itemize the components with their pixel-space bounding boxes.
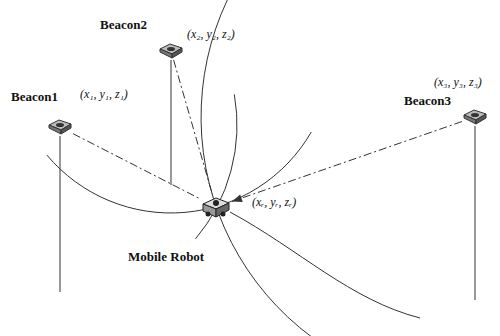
node-name: Beacon2 [100, 18, 147, 32]
beacon-icon [47, 118, 73, 136]
coordinate-label: (x₃, y₃, z₃) [434, 76, 482, 89]
node-name: Mobile Robot [128, 250, 204, 264]
coordinate-label: (x₁, y₁, z₁) [80, 88, 128, 101]
range-arc [230, 212, 420, 318]
robot-node: Mobile Robot(xᵣ, yᵣ, zᵣ) [200, 194, 232, 220]
beacon-pole [171, 60, 172, 185]
beacon-node: Beacon3(x₃, y₃, z₃) [462, 108, 488, 126]
node-name: Beacon1 [11, 90, 58, 104]
beacon-pole [475, 126, 476, 300]
range-arc [47, 132, 311, 213]
range-line [73, 134, 200, 199]
range-line [174, 60, 213, 194]
range-arc [196, 94, 237, 239]
node-name: Beacon3 [404, 94, 451, 108]
robot-icon [200, 194, 232, 220]
range-arc [201, 0, 338, 336]
beacon-icon [158, 42, 184, 60]
dash-dot-line [73, 134, 200, 199]
coordinate-label: (xᵣ, yᵣ, zᵣ) [252, 196, 296, 209]
range-line [232, 122, 462, 202]
beacon-node: Beacon2(x₂, y₂, z₂) [158, 42, 184, 60]
beacon-pole [60, 136, 61, 292]
arrowhead [232, 194, 243, 202]
beacon-node: Beacon1(x₁, y₁, z₁) [47, 118, 73, 136]
dash-dot-line [174, 60, 213, 194]
coordinate-label: (x₂, y₂, z₂) [187, 28, 235, 41]
dash-dot-line [232, 122, 462, 202]
beacon-icon [462, 108, 488, 126]
